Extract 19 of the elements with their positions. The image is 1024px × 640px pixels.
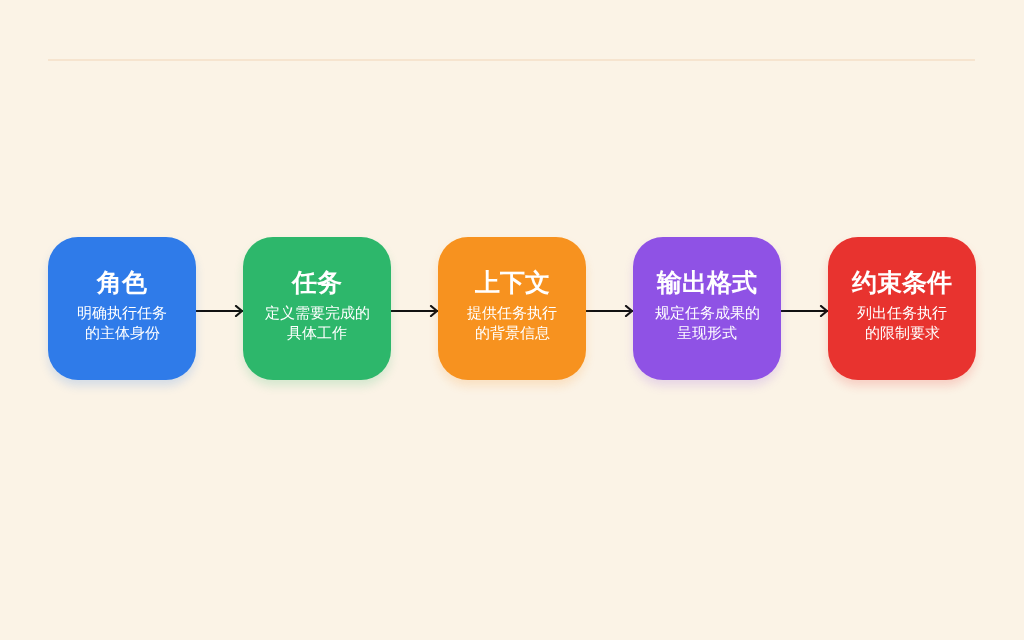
arrow	[586, 304, 634, 318]
arrow	[196, 304, 244, 318]
box-title: 任务	[292, 268, 342, 298]
box-description: 列出任务执行的限制要求	[856, 303, 948, 343]
process-box	[828, 237, 976, 380]
box-title: 上下文	[474, 268, 550, 298]
arrow	[391, 304, 439, 318]
box-title: 约束条件	[852, 268, 952, 298]
box-description: 定义需要完成的具体工作	[263, 303, 371, 343]
process-box	[48, 237, 196, 380]
box-description: 明确执行任务的主体身份	[76, 303, 168, 343]
process-box	[243, 237, 391, 380]
box-description: 提供任务执行的背景信息	[466, 303, 558, 343]
box-title: 输出格式	[657, 268, 757, 298]
arrow	[781, 304, 829, 318]
box-description: 规定任务成果的呈现形式	[653, 303, 761, 343]
process-box	[438, 237, 586, 380]
box-title: 角色	[97, 268, 147, 298]
process-box	[633, 237, 781, 380]
